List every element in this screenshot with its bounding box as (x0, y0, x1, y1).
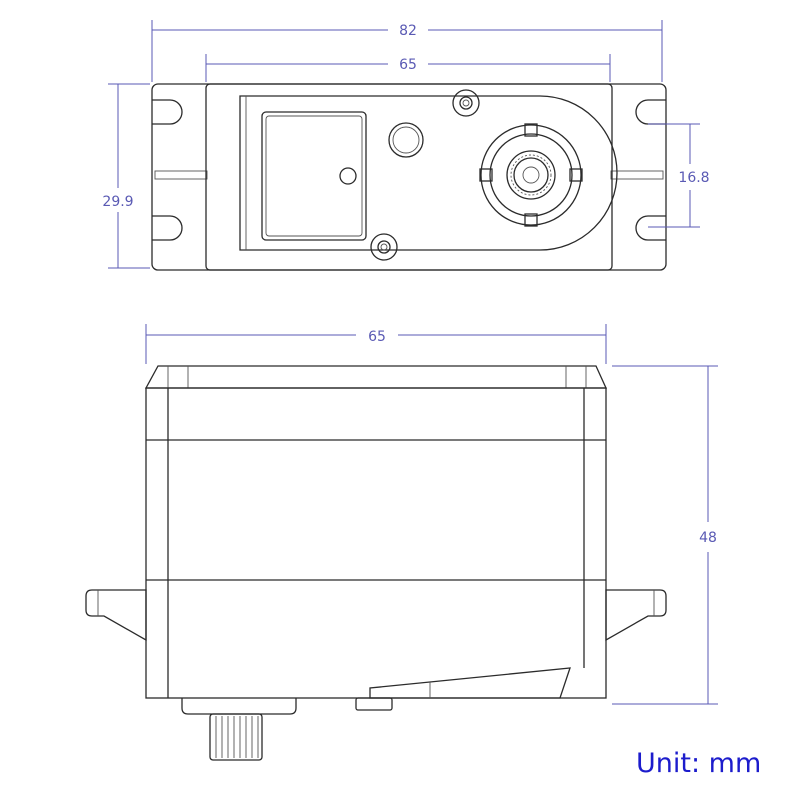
mount-hole-bottom-right (635, 215, 666, 241)
top-view (151, 83, 667, 271)
dim-top-body-width: 65 (205, 54, 611, 82)
case-screw-top (452, 89, 480, 117)
unit-label: Unit: mm (636, 748, 762, 779)
dim-side-height: 48 (612, 365, 718, 705)
top-body (205, 83, 613, 271)
side-case (145, 387, 607, 699)
dim-top-overall-width: 82 (151, 20, 663, 82)
top-flange (151, 83, 667, 271)
output-spline (209, 713, 263, 761)
bottom-plug (355, 697, 393, 711)
side-bottom-cover (369, 667, 571, 699)
side-flange-left (85, 589, 147, 642)
label-recess (261, 111, 367, 241)
dim-29-9-label: 29.9 (102, 194, 133, 210)
dim-side-body-width: 65 (145, 324, 607, 364)
mount-hole-top-right (635, 99, 666, 125)
dim-48-label: 48 (699, 530, 717, 546)
case-screw-bottom (370, 233, 398, 261)
mount-hole-bottom-left (152, 215, 183, 241)
output-gear (479, 123, 583, 227)
dim-82-label: 82 (399, 23, 417, 39)
case-top-plate (239, 95, 618, 251)
dim-16-8-label: 16.8 (678, 170, 709, 186)
side-flange-right (605, 589, 667, 642)
dim-65-top-label: 65 (399, 57, 417, 73)
dim-65-side-label: 65 (368, 329, 386, 345)
output-boss (181, 698, 297, 715)
mount-hole-top-left (152, 99, 183, 125)
dim-top-overall-height: 29.9 (102, 83, 150, 269)
side-top-cap (144, 365, 608, 389)
case-boss (388, 122, 424, 158)
dim-top-hole-spacing: 16.8 (648, 123, 710, 228)
side-view (85, 365, 667, 761)
